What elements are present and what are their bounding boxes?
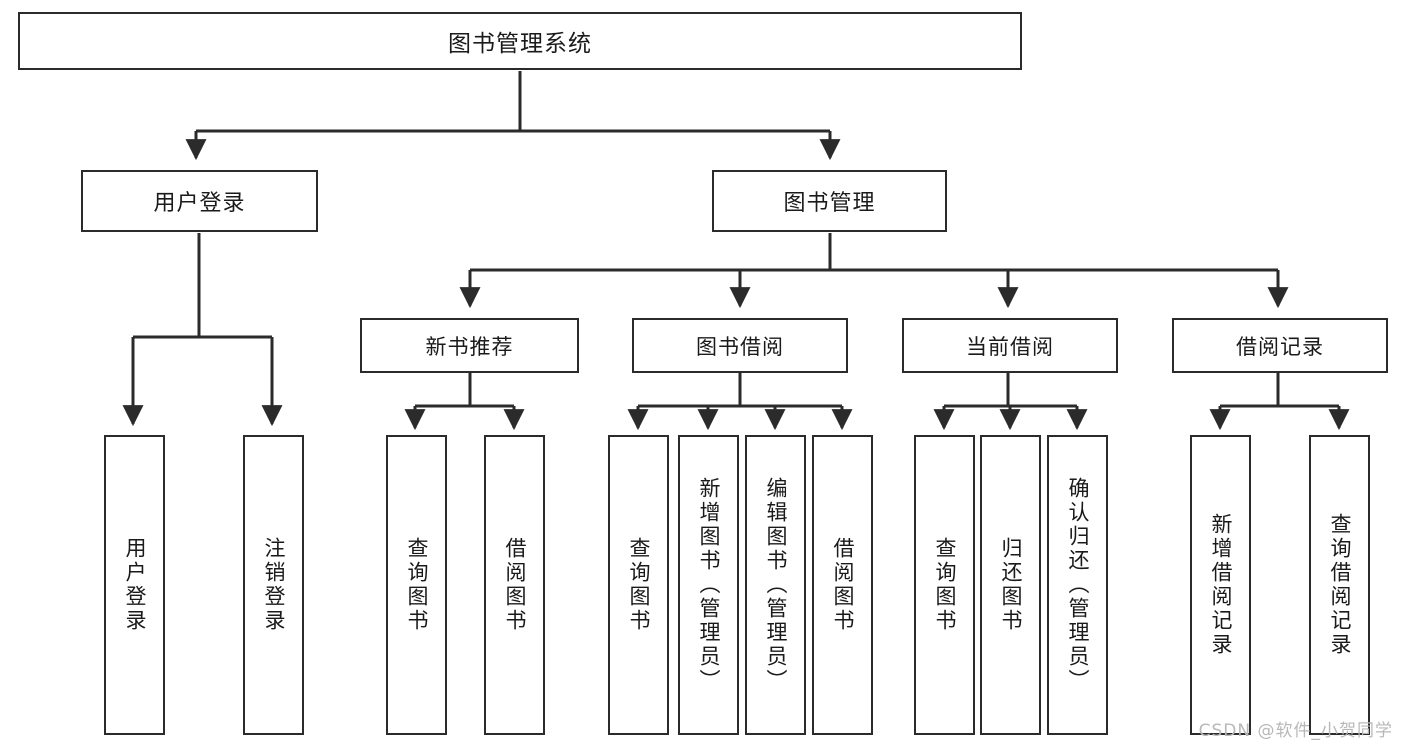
node-root-label: 图书管理系统 bbox=[448, 31, 592, 57]
node-book-borrow[interactable]: 图书借阅 bbox=[632, 318, 848, 373]
leaf-label: 借阅图书 bbox=[831, 537, 855, 633]
leaf-label: 注销登录 bbox=[262, 537, 286, 633]
node-book-manage-label: 图书管理 bbox=[783, 191, 876, 216]
leaf-label: 查询图书 bbox=[405, 537, 429, 633]
leaf-label: 查询图书 bbox=[627, 537, 651, 633]
leaf-current-borrow-3[interactable]: 确认归还（管理员） bbox=[1047, 435, 1108, 735]
leaf-borrow-record-1[interactable]: 新增借阅记录 bbox=[1190, 435, 1251, 735]
node-book-borrow-label: 图书借阅 bbox=[696, 334, 784, 359]
leaf-label: 新增图书（管理员） bbox=[697, 477, 721, 693]
leaf-label: 借阅图书 bbox=[503, 537, 527, 633]
node-book-manage[interactable]: 图书管理 bbox=[712, 170, 947, 232]
leaf-label: 用户登录 bbox=[123, 537, 147, 633]
leaf-new-book-recommend-2[interactable]: 借阅图书 bbox=[484, 435, 545, 735]
node-borrow-record-label: 借阅记录 bbox=[1236, 334, 1324, 359]
leaf-book-borrow-4[interactable]: 借阅图书 bbox=[812, 435, 873, 735]
node-root[interactable]: 图书管理系统 bbox=[18, 12, 1022, 70]
leaf-label: 归还图书 bbox=[999, 537, 1023, 633]
leaf-user-login-1[interactable]: 用户登录 bbox=[104, 435, 165, 735]
leaf-book-borrow-1[interactable]: 查询图书 bbox=[608, 435, 669, 735]
watermark: CSDN @软件_小贺同学 bbox=[1198, 721, 1393, 741]
leaf-book-borrow-3[interactable]: 编辑图书（管理员） bbox=[745, 435, 806, 735]
leaf-label: 查询图书 bbox=[933, 537, 957, 633]
leaf-borrow-record-2[interactable]: 查询借阅记录 bbox=[1309, 435, 1370, 735]
node-current-borrow-label: 当前借阅 bbox=[966, 334, 1054, 359]
leaf-label: 编辑图书（管理员） bbox=[764, 477, 788, 693]
node-user-login-label: 用户登录 bbox=[153, 191, 246, 216]
node-new-book-recommend-label: 新书推荐 bbox=[425, 334, 514, 359]
leaf-label: 查询借阅记录 bbox=[1328, 513, 1352, 657]
leaf-current-borrow-2[interactable]: 归还图书 bbox=[980, 435, 1041, 735]
node-new-book-recommend[interactable]: 新书推荐 bbox=[360, 318, 579, 373]
leaf-current-borrow-1[interactable]: 查询图书 bbox=[914, 435, 975, 735]
leaf-book-borrow-2[interactable]: 新增图书（管理员） bbox=[678, 435, 739, 735]
leaf-label: 确认归还（管理员） bbox=[1066, 477, 1090, 693]
leaf-user-login-2[interactable]: 注销登录 bbox=[243, 435, 304, 735]
node-user-login[interactable]: 用户登录 bbox=[81, 170, 318, 232]
leaf-new-book-recommend-1[interactable]: 查询图书 bbox=[386, 435, 447, 735]
node-borrow-record[interactable]: 借阅记录 bbox=[1172, 318, 1388, 373]
leaf-label: 新增借阅记录 bbox=[1209, 513, 1233, 657]
node-current-borrow[interactable]: 当前借阅 bbox=[902, 318, 1118, 373]
